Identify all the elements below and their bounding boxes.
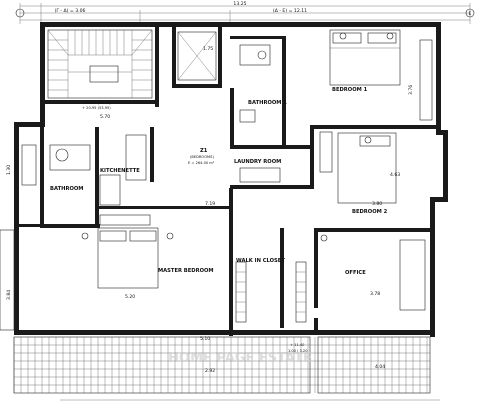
zone-z1: Z1 (BEDROOMS) E = 264.00 m² [188,148,215,165]
staircase: + 20.95 (53.95) + 20.95 (53.95) 5.70 [47,29,153,120]
left-terrace-dim: 3.84 [6,290,12,300]
master-width-dim: 5.20 [125,294,135,300]
terrace-hatching [13,336,431,394]
bottom-dimension-lines: 5.10 2.92 4.04 3.84 + 11.40 1.00 | 3.20 [6,290,440,401]
elevator-shaft: 1.75 [177,31,217,81]
top-left-dimension: (Γ - Δ) = 3.06 [55,8,86,14]
bathroom-label: BATHROOM [50,186,83,192]
stair-level-a: + 20.95 (53.95) [82,101,111,105]
master-bedroom: MASTER BEDROOM 5.20 7.19 [81,201,215,300]
bottom-width-dim: 5.10 [200,336,210,342]
bottom-level-tag-b: 1.00 | 3.20 [288,349,308,353]
bedroom-1: BEDROOM 1 3.76 [329,29,433,121]
walk-in-closet: WALK IN CLOSET [235,258,307,323]
stair-level-b: + 20.95 (53.95) [82,106,111,110]
axis-e-marker: Ε [469,11,472,17]
zone-z1-area: E = 264.00 m² [188,161,215,165]
left-terrace [0,229,15,331]
stair-width-dim: 5.70 [100,114,110,120]
closet-label: WALK IN CLOSET [236,258,285,264]
master-top-dim: 7.19 [205,201,215,207]
left-wet-rooms: KITCHENETTE BATHROOM 1.30 [6,134,151,226]
bedroom-2-width: 3.80 [372,201,382,207]
top-right-dimension: (Δ - Ε) = 12.11 [273,8,307,14]
office-label: OFFICE [345,270,366,276]
bedroom-2-depth: 4.63 [390,172,400,178]
watermark: HOME PAGE ESTATE [168,351,312,366]
laundry-label: LAUNDRY ROOM [234,159,281,165]
office-width-dim: 3.78 [370,291,380,297]
bedroom-1-depth: 3.76 [408,85,414,95]
bathroom-1: BATHROOM 1 [239,44,287,123]
bottom-span-dim: 2.92 [205,368,215,374]
zone-z1-label: Z1 [200,148,208,154]
kitchenette-label: KITCHENETTE [100,168,140,174]
interior-walls [14,27,436,336]
bathroom-1-label: BATHROOM 1 [248,100,287,106]
zone-z1-sub: (BEDROOMS) [190,155,214,159]
bedroom-2-label: BEDROOM 2 [352,209,388,215]
office: OFFICE 3.78 [320,234,426,311]
top-total-dimension: 13.25 [233,1,246,7]
elevator-dim: 1.75 [203,46,213,52]
left-depth-dim: 1.30 [6,165,12,175]
top-dimension-lines: 13.25 (Γ - Δ) = 3.06 (Δ - Ε) = 12.11 Ε [15,1,475,24]
office-bottom-dim: 4.04 [375,364,385,370]
bedroom-1-label: BEDROOM 1 [332,87,368,93]
bottom-level-tag: + 11.40 [290,343,305,347]
master-bedroom-label: MASTER BEDROOM [158,268,214,274]
bedroom-2: BEDROOM 2 4.63 3.80 [319,131,400,215]
laundry-room: LAUNDRY ROOM [234,159,281,183]
